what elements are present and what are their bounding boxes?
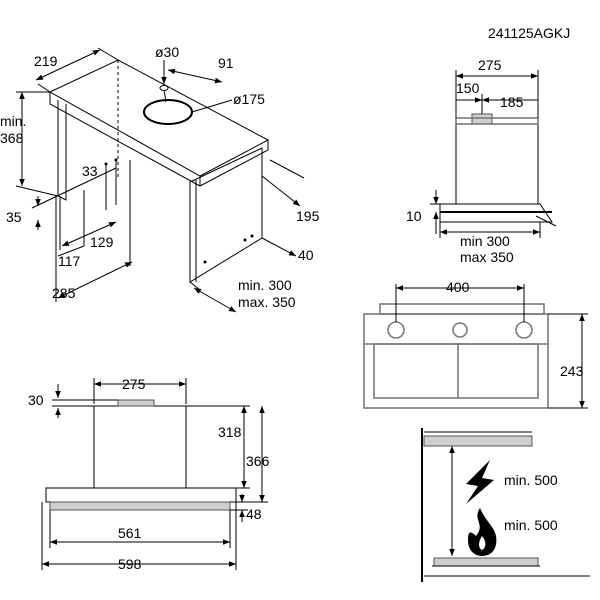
side-dim-185: 185 — [500, 94, 524, 110]
flame-icon — [468, 508, 497, 556]
dim-40: 40 — [298, 247, 314, 263]
dim-d30: ø30 — [155, 44, 179, 60]
front-dim-48: 48 — [246, 506, 262, 522]
dim-max350: max. 350 — [238, 294, 296, 310]
rear-hole-left — [387, 321, 405, 339]
side-view: 275 150 185 10 min 300 max 350 — [406, 57, 557, 265]
front-dim-318: 318 — [218, 424, 242, 440]
rear-panel — [363, 313, 549, 409]
chimney-left-leg — [57, 100, 67, 201]
rear-dim-243: 243 — [560, 363, 584, 379]
dim-d175: ø175 — [233, 91, 265, 107]
clearance-diagram: min. 500 min. 500 — [421, 428, 590, 582]
side-dim-275: 275 — [478, 57, 502, 73]
front-dim-598: 598 — [118, 556, 142, 572]
dim-33: 33 — [82, 163, 98, 179]
mounting-isometric-view: 219 ø30 91 ø175 min. 368 33 35 129 117 — [0, 44, 320, 313]
side-dim-150: 150 — [456, 80, 480, 96]
chimney-top-plate — [48, 59, 270, 177]
dim-min368-value: 368 — [0, 130, 24, 146]
dim-91: 91 — [218, 55, 234, 71]
clearance-hob — [433, 557, 539, 567]
rear-hole-right — [515, 321, 533, 339]
front-view: 275 30 318 366 48 561 598 — [28, 376, 270, 572]
side-canopy — [439, 203, 553, 223]
rear-dim-400: 400 — [446, 279, 470, 295]
front-dim-561: 561 — [118, 525, 142, 541]
front-chimney — [93, 405, 187, 489]
front-dim-366: 366 — [246, 453, 270, 469]
dim-35: 35 — [6, 209, 22, 225]
dim-285: 285 — [52, 285, 76, 301]
front-dim-275: 275 — [122, 376, 146, 392]
dim-117: 117 — [58, 253, 81, 269]
side-chimney — [455, 123, 539, 205]
chimney-front-wall — [189, 147, 263, 283]
dim-129: 129 — [90, 234, 114, 250]
clearance-hood — [423, 435, 533, 447]
dim-min300: min. 300 — [238, 277, 292, 293]
rear-view: 400 243 — [363, 279, 588, 409]
front-canopy — [45, 487, 237, 503]
drawing-code: 241125AGKJ — [488, 25, 570, 41]
rear-hole-center — [452, 322, 468, 338]
duct-hole — [143, 99, 193, 125]
front-dim-30: 30 — [28, 392, 44, 408]
clearance-electric-label: min. 500 — [504, 472, 558, 488]
side-dim-max350: max 350 — [460, 249, 514, 265]
clearance-gas-label: min. 500 — [504, 517, 558, 533]
side-dim-10: 10 — [406, 208, 422, 224]
side-dim-min300: min 300 — [460, 233, 510, 249]
lightning-icon — [466, 460, 494, 504]
dim-195: 195 — [296, 208, 320, 224]
dim-219: 219 — [34, 53, 58, 69]
